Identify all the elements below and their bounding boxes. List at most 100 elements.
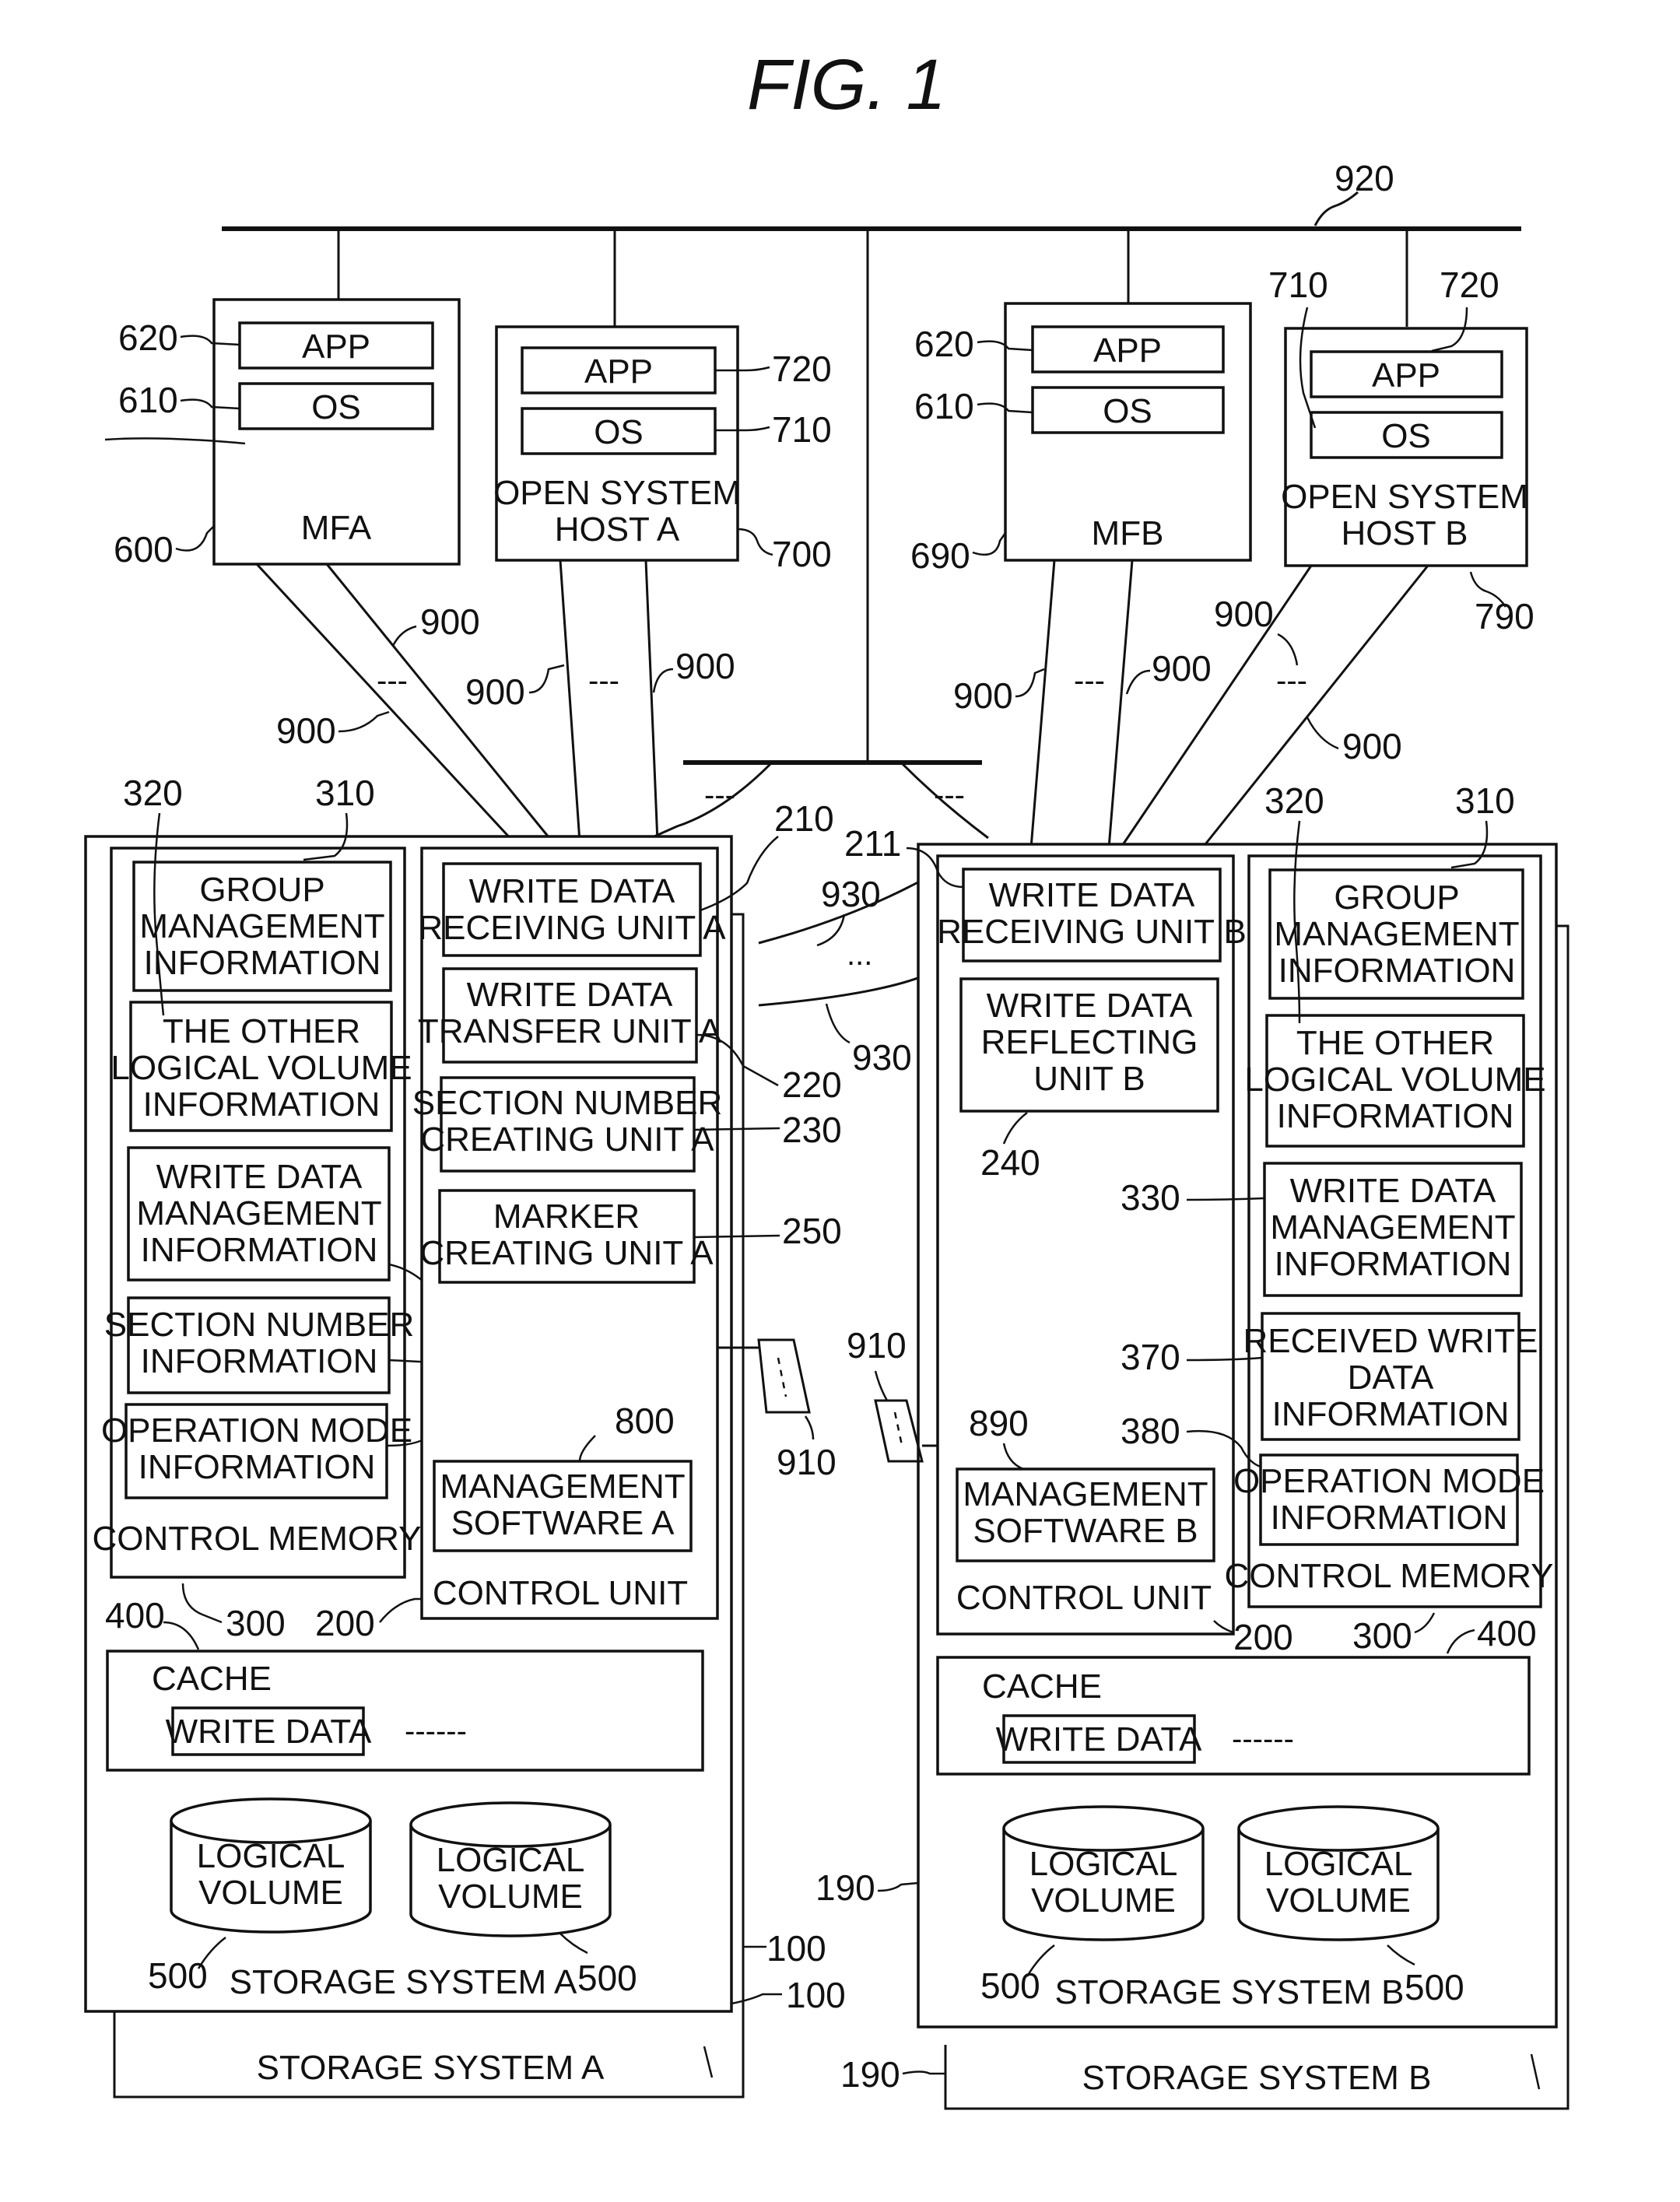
label-system-b-volumes-line2: VOLUME <box>1031 1881 1176 1920</box>
host-open-system-a: APP OS OPEN SYSTEM HOST A 720 710 700 <box>493 327 832 574</box>
label-system-b-ref: 190 <box>840 2054 900 2095</box>
label-system-a-ref: 100 <box>786 1975 846 2015</box>
label-system-b-control-memory-other-lv-1: LOGICAL VOLUME <box>1244 1061 1545 1099</box>
label-system-b-control-memory-other-lv-2: INFORMATION <box>1277 1097 1514 1135</box>
label-system-a-control-memory-group-mgmt-0: GROUP <box>199 871 324 909</box>
label-links-host-link: 900 <box>465 671 525 712</box>
label-system-b-control-unit-mgmt-sw-0: MANAGEMENT <box>963 1475 1208 1513</box>
label-system-b-control-memory-other-lv-0: THE OTHER <box>1296 1024 1494 1062</box>
label-system-b-volumes-line2: VOLUME <box>1266 1881 1411 1920</box>
label-system-a-control-unit-section-0: SECTION NUMBER <box>412 1084 722 1122</box>
label-hosts-3-name-line2: HOST B <box>1341 514 1468 552</box>
label-system-b-control-unit-ref-recv: 211 <box>844 823 901 864</box>
label-hosts-1-ref-os: 710 <box>772 409 832 450</box>
label-hosts-0-os: OS <box>311 388 361 426</box>
label-system-b-control-unit-reflect-2: UNIT B <box>1033 1060 1145 1098</box>
label-hosts-1-app: APP <box>584 352 653 391</box>
label-system-b-control-memory-op-mode-0: OPERATION MODE <box>1233 1462 1545 1500</box>
label-system-a-control-unit-ref: 200 <box>315 1603 375 1643</box>
label-hosts-0-name: MFA <box>301 509 372 547</box>
label-system-b-control-unit-mgmt-sw-1: SOFTWARE B <box>973 1512 1198 1550</box>
label-hosts-3-ref-app: 720 <box>1440 265 1499 305</box>
label-system-a-volumes-line1: LOGICAL <box>437 1841 585 1879</box>
label-system-a-control-memory-group-mgmt-2: INFORMATION <box>144 944 381 982</box>
label-hosts-1-ref-host: 700 <box>772 534 832 574</box>
host-mfa: APP OS MFA 620 610 600 <box>105 300 459 570</box>
label-system-b-name: STORAGE SYSTEM B <box>1054 1973 1404 2011</box>
label-links-dots: --- <box>377 664 408 698</box>
label-system-b-control-memory-received-2: INFORMATION <box>1272 1395 1510 1433</box>
label-hosts-2-name: MFB <box>1092 514 1164 552</box>
label-system-a-control-memory-ref-other: 320 <box>123 773 183 813</box>
label-links-dots: --- <box>704 778 735 812</box>
label-system-a-control-unit-ref-transfer: 220 <box>782 1064 842 1105</box>
label-system-a-control-memory-label: CONTROL MEMORY <box>93 1520 422 1558</box>
label-system-b-control-memory-ref-received: 370 <box>1121 1337 1180 1377</box>
label-system-b-control-memory-label: CONTROL MEMORY <box>1225 1557 1554 1595</box>
label-system-b-control-unit-reflect-0: WRITE DATA <box>987 987 1193 1025</box>
label-hosts-2-ref-os: 610 <box>914 386 974 426</box>
label-system-a-control-memory-other-lv-1: LOGICAL VOLUME <box>110 1049 412 1087</box>
label-system-a-control-memory-other-lv-2: INFORMATION <box>143 1085 381 1124</box>
label-links-host-link: 900 <box>953 675 1013 716</box>
label-system-b-control-memory-received-1: DATA <box>1348 1359 1434 1397</box>
label-system-b-cache-write-data: WRITE DATA <box>996 1720 1202 1758</box>
label-system-a-volumes-line2: VOLUME <box>438 1878 583 1916</box>
label-system-a-control-unit-ref-marker: 250 <box>782 1211 842 1251</box>
label-system-b-control-unit-ref-mgmt-sw: 890 <box>969 1403 1029 1443</box>
label-system-b-name: STORAGE SYSTEM B <box>1082 2059 1431 2097</box>
label-system-b-control-memory-ref-write-mgmt: 330 <box>1121 1177 1180 1218</box>
label-hosts-0-ref-app: 620 <box>118 317 178 358</box>
label-hosts-0-ref-os: 610 <box>118 380 178 420</box>
label-system-a-volumes-line1: LOGICAL <box>197 1837 345 1875</box>
label-hosts-1-name-line1: OPEN SYSTEM <box>493 474 741 512</box>
label-links-dots: --- <box>1276 664 1307 698</box>
label-system-a-control-memory-write-mgmt-2: INFORMATION <box>141 1231 378 1269</box>
label-hosts-2-ref-app: 620 <box>914 324 974 364</box>
label-hosts-3-ref-host: 790 <box>1475 596 1534 636</box>
host-mfb: APP OS MFB 620 610 690 <box>910 303 1250 576</box>
label-links-dots: --- <box>1074 664 1105 698</box>
label-hosts-3-name-line1: OPEN SYSTEM <box>1281 478 1528 516</box>
logical-volume-b1: LOGICAL VOLUME <box>1004 1807 1203 1940</box>
label-system-b-volumes-line1: LOGICAL <box>1264 1845 1413 1883</box>
label-hosts-3-app: APP <box>1372 356 1440 394</box>
label-system-a-control-unit-ref-mgmt-sw: 800 <box>615 1401 675 1441</box>
label-hosts-2-os: OS <box>1103 392 1152 430</box>
label-system-a-control-memory-op-mode-1: INFORMATION <box>139 1448 376 1486</box>
label-system-b-control-memory-group-mgmt-1: MANAGEMENT <box>1274 915 1519 953</box>
label-hosts-0-ref-host: 600 <box>114 529 174 570</box>
label-system-b-control-memory-received-0: RECEIVED WRITE <box>1243 1322 1538 1360</box>
label-system-a-control-memory-op-mode-0: OPERATION MODE <box>101 1411 412 1450</box>
label-system-b-volumes-line1: LOGICAL <box>1029 1845 1178 1883</box>
label-system-b-control-memory-write-mgmt-1: MANAGEMENT <box>1270 1208 1515 1247</box>
label-system-a-control-memory-section-info-0: SECTION NUMBER <box>104 1306 414 1344</box>
label-system-a-control-unit-ref-section: 230 <box>782 1110 842 1150</box>
label-system-b-cache-ref: 400 <box>1477 1613 1537 1653</box>
logical-volume-a2: LOGICAL VOLUME <box>411 1803 610 1936</box>
label-system-b-control-memory-ref-other: 320 <box>1264 780 1324 821</box>
label-system-b-cache-dots: ------ <box>1232 1722 1294 1756</box>
label-system-a-volumes-line2: VOLUME <box>198 1874 343 1912</box>
logical-volume-b2: LOGICAL VOLUME <box>1239 1807 1438 1940</box>
label-system-a-control-unit-marker-1: CREATING UNIT A <box>419 1234 714 1272</box>
label-system-b-control-unit-label: CONTROL UNIT <box>956 1579 1212 1617</box>
label-system-a-control-unit-recv-0: WRITE DATA <box>469 872 675 910</box>
label-system-a-cache-write-data: WRITE DATA <box>166 1713 372 1751</box>
label-links-host-link: 900 <box>675 646 735 686</box>
label-hosts-1-ref-app: 720 <box>772 349 832 389</box>
label-links-host-link: 900 <box>1342 726 1402 766</box>
label-links-dots: --- <box>588 664 619 698</box>
label-system-b-control-memory-ref: 300 <box>1352 1615 1412 1656</box>
label-hosts-1-name-line2: HOST A <box>555 510 680 549</box>
label-system-b-control-unit-ref-reflect: 240 <box>980 1142 1040 1183</box>
label-links-mgmt-link: 910 <box>847 1325 907 1366</box>
label-hosts-2-app: APP <box>1093 331 1162 370</box>
label-system-b-control-unit-reflect-1: REFLECTING <box>981 1023 1198 1061</box>
label-system-a-name: STORAGE SYSTEM A <box>230 1963 577 2001</box>
label-system-a-volumes-ref: 500 <box>577 1958 637 1998</box>
label-system-b-control-unit-recv-0: WRITE DATA <box>989 876 1195 914</box>
label-system-a-name: STORAGE SYSTEM A <box>257 2049 605 2087</box>
label-system-b-cache-label: CACHE <box>982 1667 1102 1706</box>
